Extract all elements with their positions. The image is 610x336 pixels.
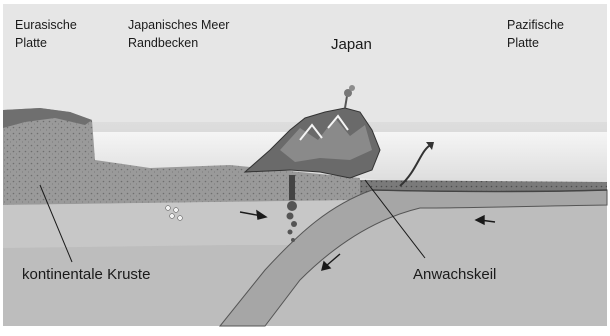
- bubble-4: [178, 216, 183, 221]
- bubble-3: [170, 214, 175, 219]
- label-continental-crust: kontinentale Kruste: [22, 266, 150, 284]
- magma-blob-1: [287, 201, 297, 211]
- magma-blob-2: [287, 213, 294, 220]
- label-accretion-wedge: Anwachskeil: [413, 266, 496, 284]
- magma-blob-4: [288, 230, 293, 235]
- label-pacific-plate: Pazifische Platte: [507, 16, 564, 52]
- label-japan: Japan: [331, 36, 372, 54]
- bubble-2: [174, 208, 179, 213]
- label-sea-basin: Japanisches Meer Randbecken: [128, 16, 229, 52]
- label-eurasian-plate: Eurasische Platte: [15, 16, 77, 52]
- magma-blob-3: [291, 221, 297, 227]
- magma-blob-5: [291, 238, 295, 242]
- volcano-plume-2: [349, 85, 355, 91]
- bubble-1: [166, 206, 171, 211]
